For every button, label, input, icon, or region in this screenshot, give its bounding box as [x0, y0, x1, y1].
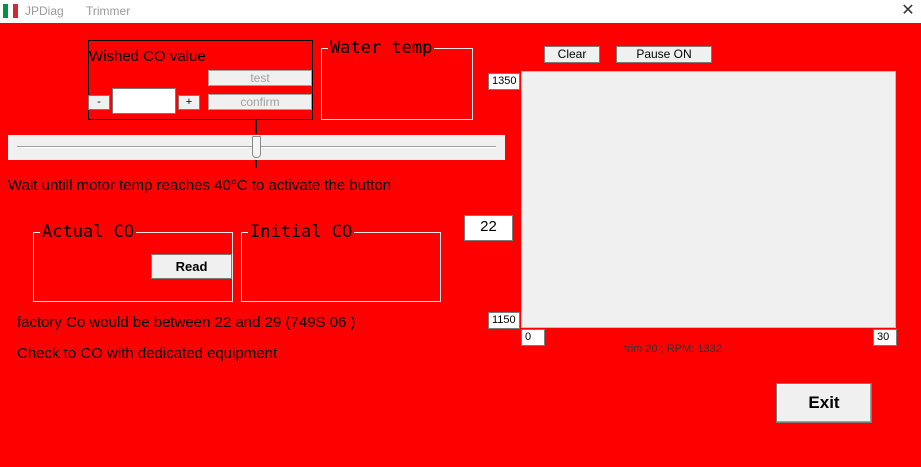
- flag-stripe-red: [13, 4, 18, 18]
- chart-y-min-label: 1150: [488, 312, 520, 329]
- title-bar: JPDiag Trimmer ✕: [0, 0, 921, 23]
- wished-co-label: Wished CO value: [89, 48, 206, 65]
- flag-stripe-green: [3, 4, 8, 18]
- exit-button[interactable]: Exit: [776, 383, 872, 423]
- test-button[interactable]: test: [208, 70, 312, 86]
- water-temp-label: Water temp: [328, 38, 435, 58]
- factory-co-message: factory Co would be between 22 and 29 (7…: [17, 314, 356, 331]
- actual-co-label: Actual CO: [40, 222, 137, 242]
- read-button[interactable]: Read: [151, 254, 232, 279]
- wait-motor-message: Wait untill motor temp reaches 40°C to a…: [8, 177, 392, 194]
- check-co-message: Check to CO with dedicated equipment: [17, 345, 278, 362]
- italian-flag-icon: [3, 4, 18, 18]
- initial-co-label: Initial CO: [248, 222, 355, 242]
- close-icon[interactable]: ✕: [901, 2, 915, 19]
- slider-marker-bottom: [255, 160, 257, 168]
- initial-co-group: [241, 232, 441, 302]
- confirm-button[interactable]: confirm: [208, 94, 312, 110]
- main-panel: Wished CO value test - + confirm Water t…: [0, 23, 921, 467]
- increment-button[interactable]: +: [178, 95, 200, 110]
- status-readout: trim 20 ; RPM: 1332: [624, 343, 722, 355]
- trim-value-box: 22: [464, 215, 513, 241]
- chart-x-max-label: 30: [873, 329, 897, 346]
- slider-marker-top: [255, 120, 257, 134]
- window-title: Trimmer: [86, 4, 131, 18]
- clear-button[interactable]: Clear: [544, 46, 600, 63]
- pause-button[interactable]: Pause ON: [616, 46, 712, 63]
- app-name: JPDiag: [25, 4, 64, 18]
- wished-co-box: [88, 40, 313, 120]
- chart-x-min-label: 0: [521, 329, 545, 346]
- chart-y-max-label: 1350: [488, 73, 521, 90]
- water-temp-group: [321, 48, 473, 120]
- wished-co-input[interactable]: [112, 88, 176, 114]
- rpm-chart: [521, 71, 896, 328]
- flag-stripe-white: [8, 4, 13, 18]
- slider-thumb[interactable]: [252, 136, 261, 158]
- decrement-button[interactable]: -: [88, 95, 110, 110]
